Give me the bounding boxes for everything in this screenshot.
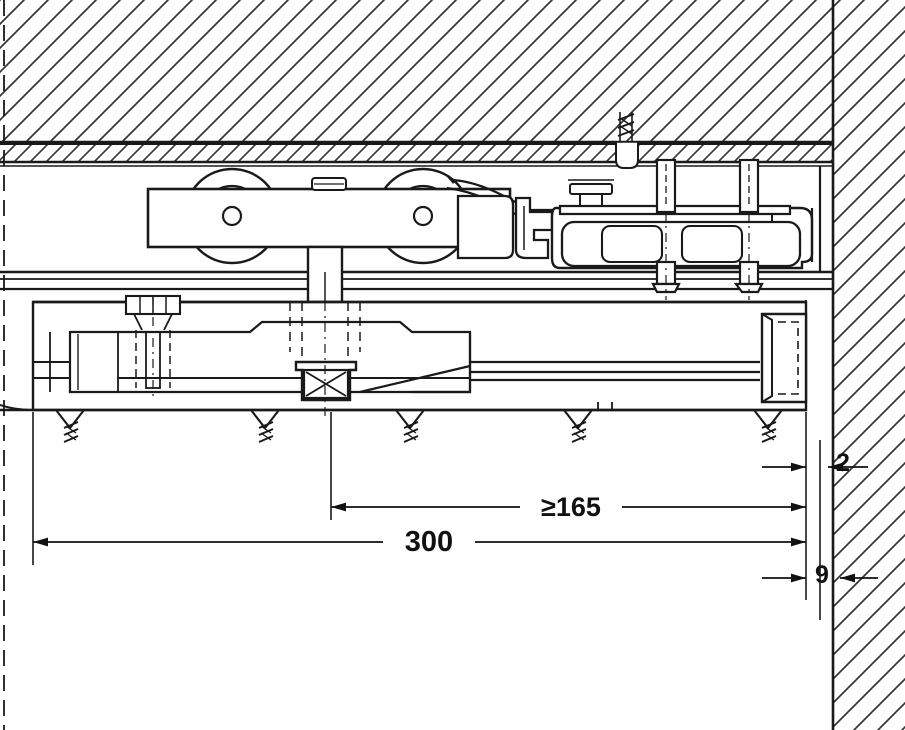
track-right-end: [810, 166, 822, 272]
carriage-axle-left: [221, 205, 243, 227]
bracket-profile: [68, 320, 472, 394]
dimension-2: 2: [762, 449, 868, 477]
dim-300-label-bg: [383, 525, 475, 557]
mechanism-left-block-body: [456, 194, 515, 260]
rail-bolt-right: [733, 158, 764, 300]
damper-housing: [550, 206, 814, 270]
panel-taper: [359, 332, 760, 394]
wall-region: [831, 0, 905, 730]
connector-x-cross: [305, 371, 347, 397]
carriage-axle-right: [412, 205, 434, 227]
dimension-300: 300: [33, 525, 806, 558]
rail-mount-plate: [0, 143, 833, 167]
track-cavity: [0, 270, 833, 291]
rail-bolt-left-head: [651, 282, 681, 294]
panel-left-curve: [0, 404, 34, 411]
roller-carriage: [146, 177, 512, 249]
rail-bolt-right-head: [733, 282, 764, 294]
hex-bolt-shaft-hidden: [135, 330, 171, 388]
dimension-9: 9: [762, 561, 878, 589]
profile-end-cap: [760, 312, 808, 404]
damper-cell-1: [600, 224, 664, 264]
end-cap-bevel: [761, 313, 773, 403]
carriage-plate: [146, 187, 512, 249]
hex-bolt-taper: [133, 313, 173, 331]
door-connector-block: [289, 302, 361, 420]
taper-diagonal: [359, 364, 471, 394]
rail-plate-hatch: [0, 144, 833, 162]
panel-screw-2: [250, 409, 280, 443]
dim-2-label: 2: [836, 449, 850, 477]
panel-joint-ticks: [597, 402, 613, 410]
dim-165-label-bg: [520, 492, 622, 522]
dim-9-label: 9: [815, 561, 829, 589]
catch-plate-top: [569, 183, 613, 195]
rail-bolt-left: [651, 158, 681, 300]
ceiling-region: [0, 0, 833, 144]
connector-hidden-lines: [289, 302, 361, 358]
panel-screw-5: [753, 409, 783, 443]
wall-hatch: [833, 0, 905, 730]
panel-screw-3: [395, 409, 425, 443]
end-cap-body: [760, 312, 808, 404]
damper-cell-2: [680, 224, 744, 264]
damper-arm-tip: [447, 175, 455, 184]
door-panel-assembly: [0, 300, 808, 412]
panel-screw-4: [563, 409, 593, 443]
dimension-165: ≥165: [331, 492, 806, 522]
dim-165-label: ≥165: [541, 492, 601, 522]
carriage-stem: [306, 245, 344, 304]
dim-300-label: 300: [405, 526, 453, 558]
panel-screw-1: [55, 409, 85, 443]
mechanism-left-block: [456, 194, 515, 260]
taper-step: [412, 332, 472, 394]
panel-screws: [55, 402, 783, 443]
ceiling-hatch: [0, 0, 833, 142]
hex-head-adjustment-bolt: [124, 294, 182, 400]
end-cap-hidden: [778, 321, 799, 395]
ceiling-screw-top: [615, 112, 639, 169]
